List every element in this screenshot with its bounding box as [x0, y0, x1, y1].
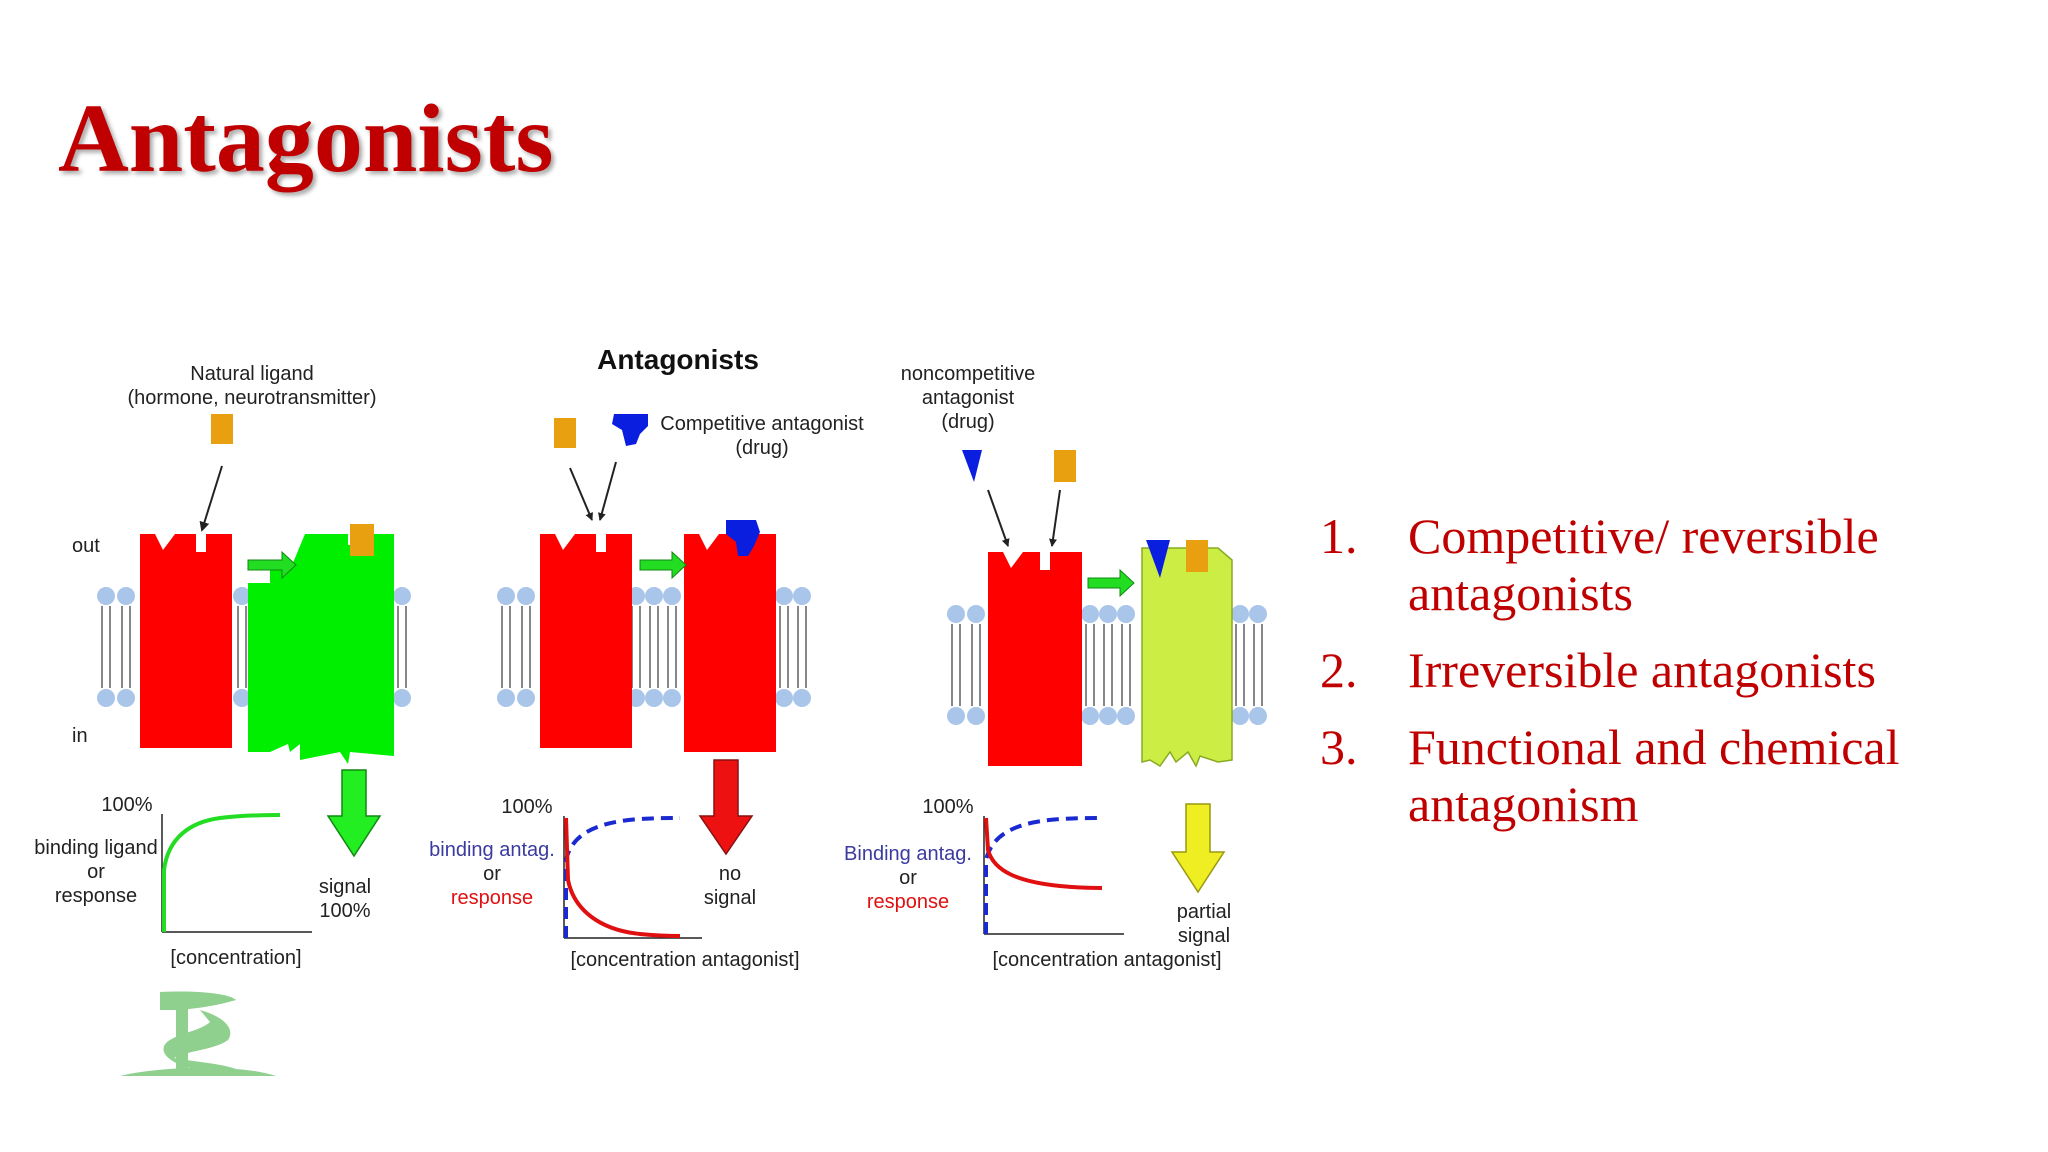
- x-axis-label: [concentration antagonist]: [570, 949, 799, 971]
- cell-membrane: [947, 605, 1267, 725]
- y-axis-top: 100%: [101, 794, 152, 816]
- y-axis-label: Binding antag.: [844, 843, 972, 865]
- x-axis-label: [concentration]: [170, 947, 301, 969]
- list-number: 1.: [1320, 508, 1358, 564]
- signal-label-sub: signal: [704, 887, 756, 909]
- signal-percent: 100%: [319, 900, 370, 922]
- list-item: 1. Competitive/ reversible antagonists: [1320, 508, 2020, 622]
- noncompetitive-antagonist: [962, 450, 982, 482]
- binding-curve: [984, 816, 1101, 934]
- antagonist-label-sub: antagonist: [922, 387, 1015, 409]
- binding-curve: [564, 816, 681, 938]
- list-number: 3.: [1320, 719, 1358, 775]
- binding-curve: [162, 813, 281, 932]
- response-curve: [564, 817, 681, 938]
- list-text: Irreversible antagonists: [1408, 642, 1876, 698]
- y-axis-top: 100%: [501, 796, 552, 818]
- transition-arrow: [639, 550, 687, 580]
- y-axis-label-or: or: [483, 863, 501, 885]
- y-axis-label: binding antag.: [429, 839, 555, 861]
- inhibition-graph: 100% Binding antag. or response [concent…: [844, 796, 1221, 971]
- natural-ligand: [211, 414, 233, 444]
- bound-ligand: [350, 524, 374, 556]
- bound-ligand: [1186, 540, 1208, 572]
- logo-emblem: [120, 991, 276, 1076]
- binding-graph: 100% binding ligand or response [concent…: [34, 794, 312, 969]
- antagonist-label-sub: (drug): [735, 437, 788, 459]
- antagonist-arrow: [598, 461, 617, 521]
- y-axis-top: 100%: [922, 796, 973, 818]
- x-axis-label: [concentration antagonist]: [992, 949, 1221, 971]
- y-axis-label-or: or: [87, 861, 105, 883]
- receptor-inactive: [540, 534, 632, 748]
- antagonist-label: Competitive antagonist: [660, 413, 864, 435]
- bound-antagonist: [1146, 540, 1170, 578]
- list-item: 2. Irreversible antagonists: [1320, 642, 2020, 699]
- natural-ligand: [1054, 450, 1076, 482]
- list-item: 3. Functional and chemical antagonism: [1320, 719, 2020, 833]
- inhibition-graph: 100% binding antag. or response [concent…: [429, 796, 799, 971]
- panel-competitive-antagonist: Antagonists Competitive antagonist (drug…: [429, 344, 864, 971]
- y-axis-label: binding ligand: [34, 837, 157, 859]
- receptor-blocked: [684, 534, 776, 752]
- list-number: 2.: [1320, 642, 1358, 698]
- natural-ligand: [554, 418, 576, 448]
- panel-natural-ligand: Natural ligand (hormone, neurotransmitte…: [34, 363, 411, 969]
- no-signal-arrow: [698, 759, 754, 856]
- ligand-arrow: [1049, 489, 1061, 547]
- signal-label: no: [719, 863, 741, 885]
- signal-label-sub: signal: [1178, 925, 1230, 947]
- partial-signal-arrow: [1170, 803, 1226, 894]
- binding-arrow: [199, 465, 223, 532]
- list-text: Competitive/ reversible antagonists: [1408, 508, 1879, 621]
- receptor-inactive: [140, 534, 232, 748]
- cell-membrane: [497, 587, 811, 707]
- y-axis-label-response: response: [451, 887, 533, 909]
- signal-label: partial: [1177, 901, 1231, 923]
- receptor-active: [248, 534, 394, 764]
- in-label: in: [72, 725, 88, 747]
- activation-arrow: [247, 550, 297, 580]
- receptor-inactive: [988, 552, 1082, 766]
- ligand-arrow: [569, 467, 593, 521]
- list-text: Functional and chemical antagonism: [1408, 719, 1900, 832]
- ligand-label-sub: (hormone, neurotransmitter): [128, 387, 377, 409]
- diagram-heading: Antagonists: [597, 344, 759, 375]
- panel-noncompetitive-antagonist: noncompetitive antagonist (drug): [844, 363, 1267, 971]
- signal-label: signal: [319, 876, 371, 898]
- antagonist-label: noncompetitive: [901, 363, 1036, 385]
- antagonist-types-list: 1. Competitive/ reversible antagonists 2.…: [1320, 508, 2020, 853]
- signal-arrow: [326, 769, 382, 858]
- slide-title: Antagonists: [58, 85, 554, 193]
- transition-arrow: [1087, 568, 1135, 598]
- receptor-partial: [1141, 547, 1233, 768]
- out-label: out: [72, 535, 100, 557]
- bound-antagonist: [726, 520, 760, 556]
- y-axis-label-response: response: [55, 885, 137, 907]
- antagonist-arrow: [987, 489, 1010, 547]
- y-axis-label-response: response: [867, 891, 949, 913]
- competitive-antagonist: [612, 414, 648, 446]
- ligand-label: Natural ligand: [190, 363, 313, 385]
- antagonist-label-drug: (drug): [941, 411, 994, 433]
- y-axis-label-or: or: [899, 867, 917, 889]
- response-curve: [984, 817, 1103, 890]
